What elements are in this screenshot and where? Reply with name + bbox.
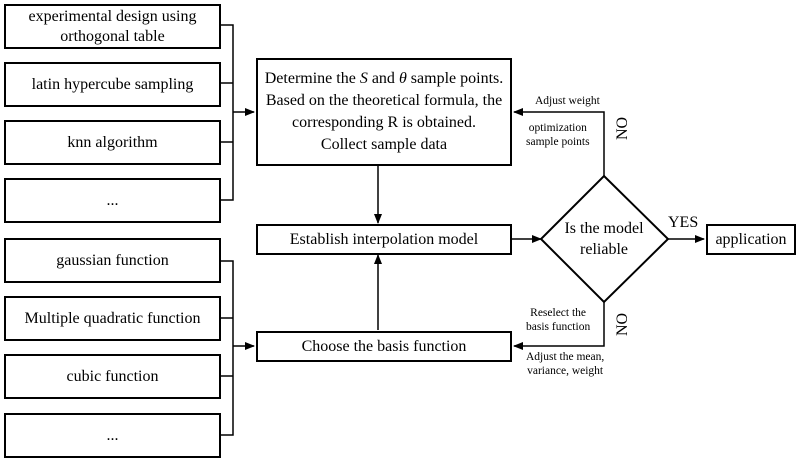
- bracket-methods: [220, 24, 234, 201]
- method-latin-hypercube: latin hypercube sampling: [4, 62, 221, 107]
- adjust-mean-line2: variance, weight: [527, 365, 604, 377]
- function-ellipsis: ...: [4, 413, 221, 458]
- sample-line1-post: sample points.: [406, 70, 504, 87]
- method-ellipsis: ...: [4, 178, 221, 223]
- basis-function-box: Choose the basis function: [256, 331, 512, 362]
- optimization-line1: optimization: [528, 122, 587, 134]
- sample-line1-pre: Determine the: [264, 70, 360, 87]
- reselect-label: Reselect the basis function: [526, 306, 590, 334]
- basis-function-label: Choose the basis function: [301, 338, 467, 355]
- method-orthogonal-line2: orthogonal table: [60, 27, 165, 45]
- sample-line1-mid: and: [367, 70, 399, 87]
- interpolation-model-label: Establish interpolation model: [289, 231, 479, 248]
- method-ellipsis-label: ...: [106, 192, 119, 209]
- sample-points-box: Determine the S and θ sample points. Bas…: [256, 58, 512, 166]
- interpolation-model-box: Establish interpolation model: [256, 224, 512, 255]
- symbol-theta: θ: [398, 70, 407, 87]
- no-bottom-label: NO: [614, 312, 631, 336]
- sample-line4: Collect sample data: [320, 136, 448, 153]
- function-cubic-label: cubic function: [66, 368, 159, 385]
- decision-line2: reliable: [580, 241, 628, 258]
- application-box: application: [706, 224, 796, 255]
- sample-line1: Determine the S and θ sample points.: [265, 68, 503, 90]
- function-cubic: cubic function: [4, 354, 221, 399]
- function-multiquadric-label: Multiple quadratic function: [24, 310, 201, 327]
- adjust-mean-line1: Adjust the mean,: [526, 351, 605, 363]
- method-orthogonal-design: experimental design using orthogonal tab…: [4, 4, 221, 49]
- sample-line2: Based on the theoretical formula, the: [265, 92, 503, 109]
- adjust-weight-label: Adjust weight: [535, 95, 600, 107]
- method-orthogonal-line1: experimental design using: [28, 7, 197, 25]
- yes-label: YES: [668, 214, 699, 231]
- arrow-no-to-sample: [513, 108, 605, 176]
- arrow-no-to-basis: [513, 301, 605, 350]
- reselect-line1: Reselect the: [530, 307, 587, 319]
- adjust-mean-label: Adjust the mean, variance, weight: [526, 350, 604, 378]
- reselect-line2: basis function: [526, 321, 591, 333]
- method-latin-hypercube-label: latin hypercube sampling: [31, 76, 194, 93]
- no-top-label: NO: [614, 116, 631, 140]
- function-multiquadric: Multiple quadratic function: [4, 296, 221, 341]
- sample-line3: corresponding R is obtained.: [292, 114, 476, 131]
- symbol-s: S: [359, 70, 368, 87]
- method-knn: knn algorithm: [4, 120, 221, 165]
- function-gaussian: gaussian function: [4, 238, 221, 283]
- function-gaussian-label: gaussian function: [56, 252, 169, 269]
- bracket-functions: [220, 260, 234, 436]
- optimization-label: optimization sample points: [526, 121, 590, 149]
- function-ellipsis-label: ...: [106, 427, 119, 444]
- decision-diamond: [539, 174, 670, 304]
- decision-line1: Is the model: [564, 220, 644, 237]
- method-knn-label: knn algorithm: [67, 134, 158, 151]
- optimization-line2: sample points: [526, 136, 590, 148]
- application-label: application: [715, 231, 787, 248]
- decision-text: Is the model reliable: [549, 218, 659, 260]
